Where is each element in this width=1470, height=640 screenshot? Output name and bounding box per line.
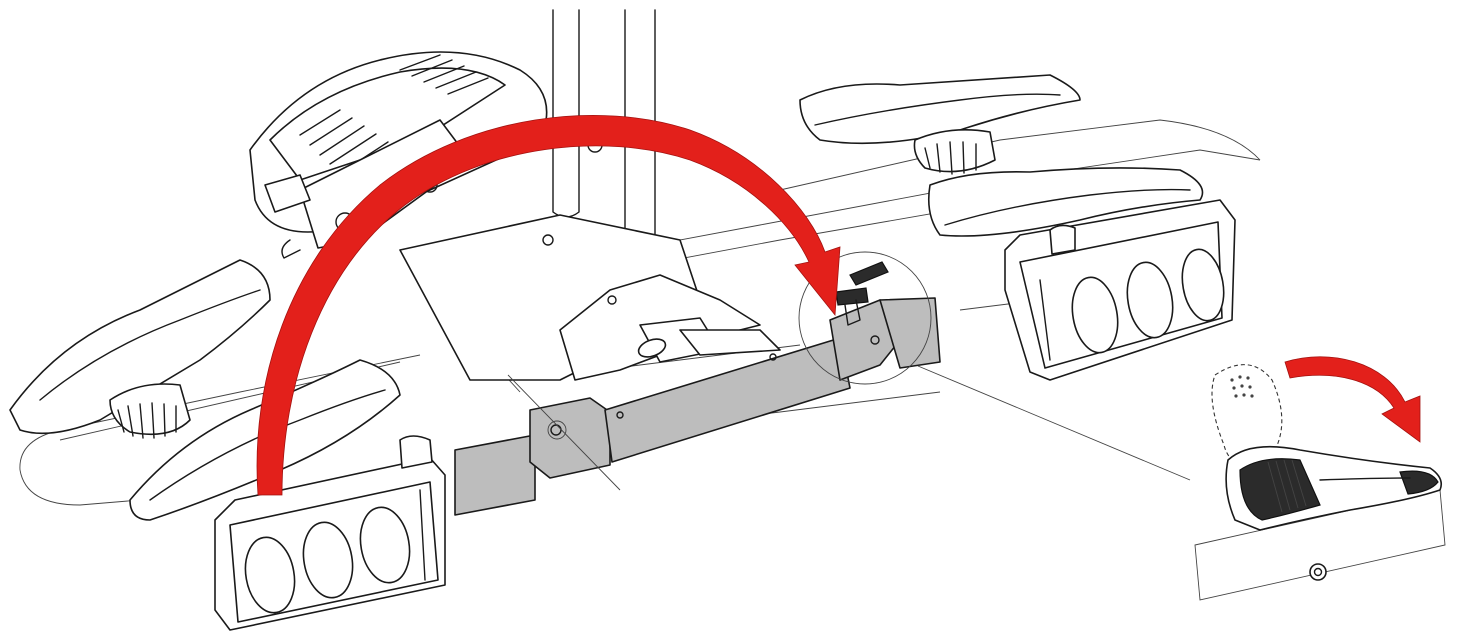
lever-grip-dots xyxy=(1230,375,1254,398)
left-light-board xyxy=(214,435,446,631)
right-light-board xyxy=(1004,199,1236,381)
small-curved-arrow-icon xyxy=(1284,356,1421,443)
large-curved-arrow-icon xyxy=(256,114,841,496)
central-frame xyxy=(399,214,781,381)
right-wheel-cradles xyxy=(799,74,1204,237)
release-lever xyxy=(835,261,889,326)
lever-detail-inset xyxy=(1194,364,1446,601)
detail-callout xyxy=(507,251,1191,491)
